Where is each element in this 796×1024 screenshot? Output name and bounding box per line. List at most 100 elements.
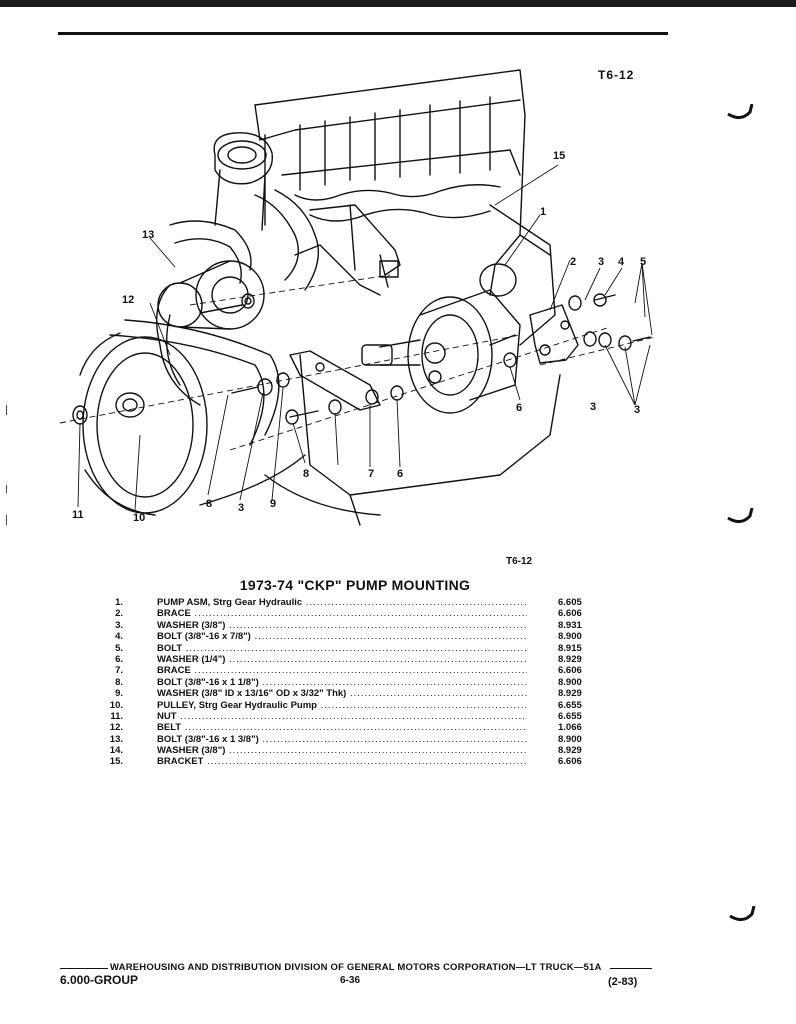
part-row: 7.BRACE6.606 xyxy=(100,665,600,676)
callout-label: 3 xyxy=(634,404,640,416)
part-group-number: 6.655 xyxy=(558,710,582,722)
binder-mark-bottom xyxy=(729,906,756,921)
callout-label: 15 xyxy=(553,150,565,162)
callout-label: 3 xyxy=(238,502,244,514)
part-number: 4. xyxy=(115,631,123,643)
thermostat-housing xyxy=(213,132,274,231)
callout-label: 7 xyxy=(368,468,374,480)
callout-label: 8 xyxy=(303,468,309,480)
figure-code-bottom: T6-12 xyxy=(506,556,533,567)
part-number: 2. xyxy=(115,608,123,620)
part-row: 11.NUT6.655 xyxy=(100,711,600,722)
part-number: 6. xyxy=(115,653,123,665)
part-description: WASHER (3/8") xyxy=(157,745,527,756)
part-group-number: 8.900 xyxy=(558,676,582,688)
part-group-number: 6.606 xyxy=(558,665,582,677)
part-group-number: 8.929 xyxy=(558,653,582,665)
part-row: 13. BOLT (3/8"-16 x 1 3/8") 8.900 xyxy=(100,734,600,745)
part-row: 2. BRACE 6.606 xyxy=(100,608,600,619)
part-description: WASHER (3/8") xyxy=(157,620,527,631)
part-row: 6. WASHER (1/4") 8.929 xyxy=(100,654,600,665)
part-row: 3. WASHER (3/8") 8.931 xyxy=(100,620,600,631)
callout-label: 8 xyxy=(206,498,212,510)
part-number: 12. xyxy=(109,722,123,734)
callout-label: 11 xyxy=(72,509,84,521)
fasteners xyxy=(199,293,651,425)
callout-label: 3 xyxy=(598,256,604,268)
engine-block xyxy=(155,69,561,526)
part-description: PULLEY, Strg Gear Hydraulic Pump xyxy=(157,700,527,711)
part-row: 15. BRACKET 6.606 xyxy=(100,756,600,767)
part-group-number: 8.915 xyxy=(558,642,582,654)
centerlines xyxy=(59,274,656,451)
upper-hose xyxy=(169,189,319,291)
part-number: 1. xyxy=(115,597,123,608)
part-number: 8. xyxy=(115,676,123,688)
part-row: 9. WASHER (3/8" ID x 13/16" OD x 3/32" Th… xyxy=(100,688,600,699)
part-group-number: 8.929 xyxy=(558,745,582,757)
part-group-number: 8.931 xyxy=(558,619,582,631)
part-group-number: 6.606 xyxy=(558,608,582,620)
part-description: PUMP ASM, Strg Gear Hydraulic xyxy=(157,597,527,608)
brace-7 xyxy=(289,350,381,411)
callout-label: 2 xyxy=(570,256,576,268)
part-description: NUT xyxy=(157,711,527,722)
callout-label: 5 xyxy=(640,256,646,268)
part-number: 10. xyxy=(109,699,123,711)
callout-label: 6 xyxy=(397,468,403,480)
scan-tick xyxy=(6,405,7,415)
part-number: 7. xyxy=(115,665,123,677)
part-number: 13. xyxy=(109,733,123,745)
part-group-number: 8.900 xyxy=(558,733,582,745)
figure-code-top: T6-12 xyxy=(598,68,635,82)
pump-asm xyxy=(361,263,521,414)
callout-label: 1 xyxy=(540,206,546,218)
water-pump xyxy=(157,260,265,330)
part-description: WASHER (1/4") xyxy=(157,654,527,665)
parts-title: 1973-74 "CKP" PUMP MOUNTING xyxy=(239,577,471,593)
part-number: 5. xyxy=(115,642,123,654)
part-description: BRACKET xyxy=(157,756,527,767)
part-description: BOLT (3/8"-16 x 7/8") xyxy=(157,631,527,642)
footer-page-number: 6-36 xyxy=(340,975,361,986)
nut-11 xyxy=(72,405,88,425)
part-group-number: 1.066 xyxy=(558,722,582,734)
part-description: BELT xyxy=(157,722,527,733)
callout-label: 4 xyxy=(618,256,625,268)
part-row: 10.PULLEY, Strg Gear Hydraulic Pump6.655 xyxy=(100,700,600,711)
pulley-10 xyxy=(79,332,208,516)
part-row: 8. BOLT (3/8"-16 x 1 1/8") 8.900 xyxy=(100,677,600,688)
belt-12 xyxy=(109,319,306,506)
part-group-number: 8.900 xyxy=(558,631,582,643)
part-row: 4. BOLT (3/8"-16 x 7/8") 8.900 xyxy=(100,631,600,642)
callout-label: 3 xyxy=(590,401,596,413)
parts-list: 1.PUMP ASM, Strg Gear Hydraulic6.6052.BR… xyxy=(100,597,600,768)
part-row: 1.PUMP ASM, Strg Gear Hydraulic6.605 xyxy=(100,597,600,608)
callout-label: 10 xyxy=(133,512,145,524)
part-number: 3. xyxy=(115,619,123,631)
callout-label: 13 xyxy=(142,229,154,241)
part-description: BOLT (3/8"-16 x 1 3/8") xyxy=(157,734,527,745)
part-description: BRACE xyxy=(157,608,527,619)
footer-revision: (2-83) xyxy=(608,976,638,988)
part-number: 15. xyxy=(109,756,123,768)
part-row: 14. WASHER (3/8") 8.929 xyxy=(100,745,600,756)
part-group-number: 8.929 xyxy=(558,688,582,700)
callout-label: 12 xyxy=(122,294,134,306)
part-description: BOLT (3/8"-16 x 1 1/8") xyxy=(157,677,527,688)
scan-tick xyxy=(6,485,7,493)
callout-label: 6 xyxy=(516,402,522,414)
part-row: 12. BELT 1.066 xyxy=(100,722,600,733)
binder-mark-middle xyxy=(727,508,754,523)
scan-tick xyxy=(6,515,7,525)
part-description: WASHER (3/8" ID x 13/16" OD x 3/32" Thk) xyxy=(157,688,527,699)
footer-rule-left xyxy=(60,968,108,969)
part-number: 9. xyxy=(115,688,123,700)
part-row: 5. BOLT 8.915 xyxy=(100,643,600,654)
footer-rule-right xyxy=(610,968,652,969)
part-number: 14. xyxy=(109,745,123,757)
binder-mark-top xyxy=(727,104,754,119)
part-group-number: 6.606 xyxy=(558,756,582,768)
part-description: BOLT xyxy=(157,643,527,654)
